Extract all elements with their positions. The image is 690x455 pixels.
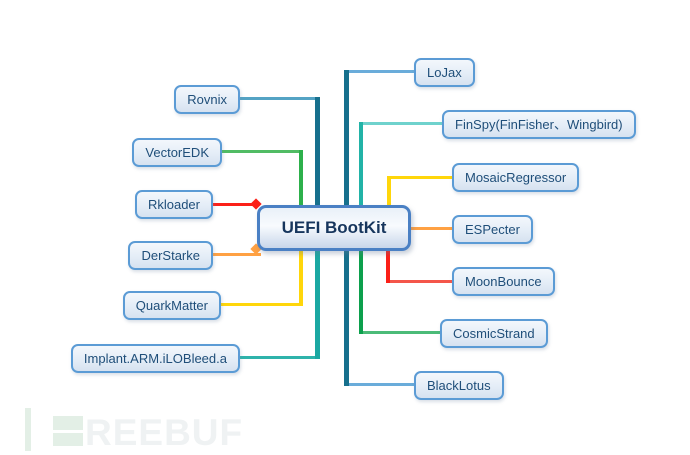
- topic-implant-arm-ilobleed[interactable]: Implant.ARM.iLOBleed.a: [70, 344, 240, 373]
- freebuf-watermark-text: REEBUF: [85, 412, 244, 453]
- topic-cosmicstrand[interactable]: CosmicStrand: [440, 319, 548, 348]
- connector-rkloader-line: [213, 203, 258, 206]
- topic-lojax[interactable]: LoJax: [414, 58, 475, 87]
- topic-blacklotus[interactable]: BlackLotus: [414, 371, 504, 400]
- connector-mosaic-vertical: [387, 176, 391, 230]
- connector-especter-line: [409, 227, 452, 230]
- connector-derstarke-line: [213, 253, 261, 256]
- connector-lojax-line: [346, 70, 415, 73]
- topic-finspy[interactable]: FinSpy(FinFisher、Wingbird): [442, 110, 636, 139]
- connector-moonbounce-vertical: [386, 229, 390, 283]
- topic-quarkmatter[interactable]: QuarkMatter: [122, 291, 221, 320]
- connector-vectoredk-vertical: [299, 150, 303, 229]
- center-topic-uefi-bootkit[interactable]: UEFI BootKit: [257, 205, 411, 251]
- topic-derstarke[interactable]: DerStarke: [128, 241, 213, 270]
- topic-mosaicregressor[interactable]: MosaicRegressor: [452, 163, 580, 192]
- connector-moonbounce-line: [388, 280, 453, 283]
- connector-left-trunk-upper: [315, 97, 320, 229]
- connector-blacklotus-line: [346, 383, 415, 386]
- topic-especter[interactable]: ESPecter: [452, 215, 533, 244]
- connector-implant-line: [240, 356, 319, 359]
- connector-finspy-vertical: [359, 122, 363, 229]
- topic-rovnix[interactable]: Rovnix: [174, 85, 240, 114]
- freebuf-watermark: REEBUF: [25, 405, 245, 453]
- connector-left-trunk-lower: [315, 229, 320, 359]
- connector-cosmic-vertical: [359, 229, 363, 334]
- connector-quarkmatter-vertical: [299, 229, 303, 306]
- topic-rkloader[interactable]: Rkloader: [134, 190, 213, 219]
- freebuf-logo-bar: [25, 408, 31, 451]
- connector-vectoredk-line: [222, 150, 303, 153]
- freebuf-logo-f-top: [53, 416, 83, 430]
- topic-vectoredk[interactable]: VectorEDK: [132, 138, 222, 167]
- connector-mosaic-line: [390, 176, 452, 179]
- connector-finspy-line: [360, 122, 443, 125]
- connector-cosmic-line: [361, 331, 440, 334]
- connector-quarkmatter-line: [221, 303, 303, 306]
- topic-moonbounce[interactable]: MoonBounce: [452, 267, 555, 296]
- connector-rovnix-line: [240, 97, 320, 100]
- freebuf-logo-f-bottom: [53, 433, 83, 446]
